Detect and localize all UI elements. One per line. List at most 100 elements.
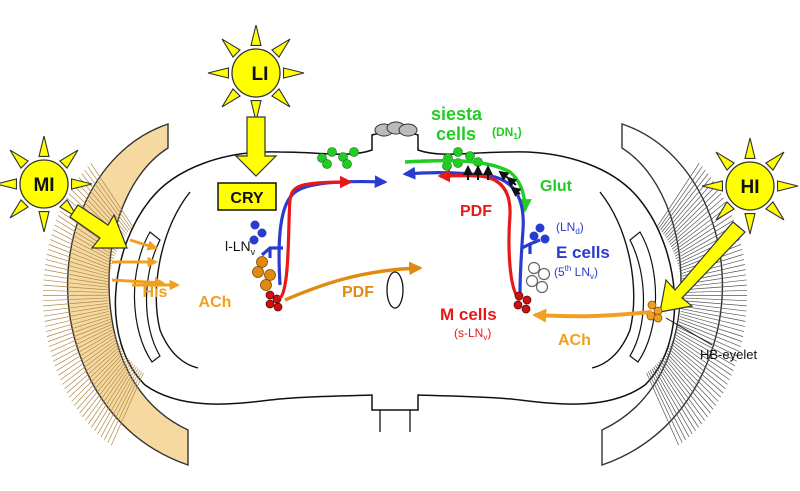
sun-ray — [250, 99, 262, 122]
ommatidium-line — [91, 363, 134, 428]
ommatidium-line — [76, 354, 126, 410]
pdf-left-label: PDF — [342, 284, 374, 301]
ommatidium-line — [670, 201, 727, 248]
cry-label: CRY — [230, 190, 264, 207]
ommatidium-line — [659, 359, 705, 421]
hb-eyelet-label: HB-eyelet — [700, 347, 757, 362]
ommatidium-line — [48, 244, 112, 270]
ommatidium-line — [665, 352, 717, 406]
cells-label: cells — [436, 124, 476, 144]
sun-ray — [38, 210, 50, 233]
hi-label: HI — [741, 177, 760, 198]
ommatidium-line — [667, 189, 720, 241]
ommatidium-line — [675, 331, 736, 367]
ommatidium-line — [673, 215, 733, 255]
ommatidium-line — [97, 366, 137, 435]
ommatidium-line — [50, 239, 112, 267]
ommatidium-line — [47, 318, 111, 342]
ommatidium-line — [45, 259, 110, 277]
ommatidium-line — [53, 329, 114, 362]
ommatidium-line — [43, 289, 109, 293]
l-lnv-pdf-projection — [284, 261, 423, 302]
sun-disc — [231, 48, 281, 98]
ommatidium-line — [54, 331, 115, 367]
ommatidium-line — [671, 341, 728, 385]
ommatidium-line — [107, 371, 142, 443]
sun-ray — [59, 149, 79, 169]
ommatidium-line — [68, 347, 122, 398]
sun-ray — [221, 88, 241, 108]
hb-eyelet-cluster — [646, 300, 663, 323]
li-label: LI — [252, 64, 269, 85]
light-input-arrows — [69, 116, 746, 313]
right-lnd-cluster — [529, 223, 550, 244]
ommatidium-line — [673, 336, 732, 376]
ommatidium-line — [73, 352, 125, 406]
ommatidium-line — [43, 302, 109, 312]
sun-disc — [725, 161, 775, 211]
ommatidium-line — [56, 219, 116, 257]
ommatidium-line — [680, 310, 745, 327]
ommatidium-line — [87, 361, 132, 425]
ommatidium-line — [50, 323, 112, 352]
sun-ray — [282, 67, 305, 79]
ommatidium-line — [669, 197, 724, 245]
ommatidium-line — [681, 305, 747, 317]
ommatidium-line — [674, 333, 734, 371]
ommatidium-line — [665, 185, 717, 239]
ommatidium-line — [43, 297, 109, 302]
sun-ray — [701, 180, 724, 192]
ommatidium-line — [49, 321, 112, 347]
ommatidium-line — [672, 338, 730, 381]
ommatidium-line — [671, 206, 729, 250]
ommatidium-line — [100, 368, 139, 438]
mi-label: MI — [33, 175, 54, 196]
ommatidium-line — [664, 181, 714, 237]
ommatidium-line — [679, 316, 744, 337]
sun-ray — [271, 38, 291, 58]
ommatidium-line — [668, 347, 722, 398]
ommatidium-line — [45, 264, 110, 280]
ommatidium-line — [46, 316, 111, 337]
ommatidium-line — [679, 318, 743, 342]
ommatidium-line — [668, 193, 722, 243]
ommatidium-line — [94, 365, 135, 431]
glut-projection — [404, 158, 532, 213]
sun-disc — [19, 159, 69, 209]
ommatidium-line — [85, 359, 131, 421]
pdf-receptor-arrows — [463, 165, 522, 197]
left-dn1-cluster — [317, 147, 359, 169]
ommatidium-line — [649, 369, 686, 440]
ommatidium-line — [58, 336, 117, 376]
ommatidium-line — [43, 305, 109, 317]
ommatidium-line — [658, 166, 703, 229]
ommatidium-line — [677, 326, 739, 357]
ommatidium-line — [681, 297, 747, 302]
hb-eyelet-leader-line — [665, 317, 713, 346]
glut-label: Glut — [540, 178, 573, 195]
ommatidium-line — [674, 219, 734, 257]
sun-ray — [9, 199, 29, 219]
e-cells-label: E cells — [556, 243, 610, 262]
hb-eyelet-ach-projection — [532, 308, 653, 323]
ommatidium-line — [43, 284, 109, 291]
ommatidium-line — [60, 338, 118, 381]
right-5th-lnv-cluster — [525, 261, 551, 294]
ommatidium-line — [44, 308, 109, 322]
ommatidium-line — [51, 326, 113, 357]
ommatidium-line — [678, 323, 740, 352]
ommatidium-line — [681, 302, 747, 312]
ommatidium-line — [66, 345, 121, 394]
ommatidium-line — [656, 162, 700, 227]
sun-ray — [715, 151, 735, 171]
ommatidium-line — [45, 313, 110, 332]
ommatidium-line — [663, 177, 712, 235]
ommatidium-line — [82, 358, 129, 418]
ommatidium-line — [669, 345, 724, 394]
ach-right-label: ACh — [558, 332, 591, 349]
ommatidium-line — [651, 368, 690, 438]
ommatidium-line — [43, 279, 109, 288]
ommatidium-line — [661, 173, 709, 233]
